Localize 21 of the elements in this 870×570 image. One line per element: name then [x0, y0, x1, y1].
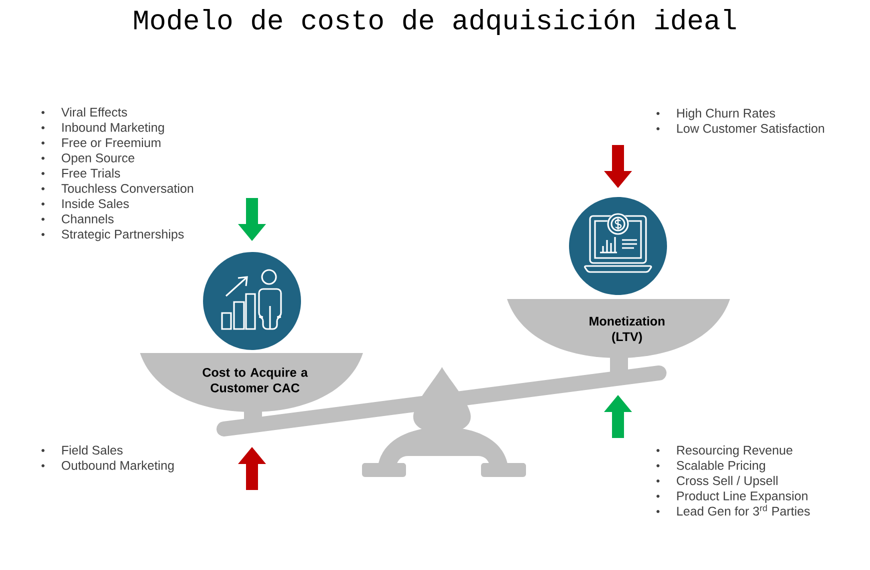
list-item: Viral Effects: [61, 107, 127, 117]
scale-pan: Cost to Acquire a Customer CAC: [140, 353, 363, 412]
list-item: Strategic Partnerships: [62, 229, 184, 242]
list-item: Cross Sell / Upsell: [676, 476, 778, 488]
title: Modelo de costo de adquisición ideal: [134, 8, 736, 36]
scale-pan: Monetization (LTV): [507, 299, 730, 358]
list-item: Low Customer Satisfaction: [677, 124, 824, 133]
list-item: Touchless Conversation: [62, 184, 194, 193]
list-item: Inbound Marketing: [62, 122, 164, 134]
list-item: Free or Freemium: [62, 138, 160, 148]
list-item: Outbound Marketing: [62, 460, 174, 472]
list-item: Lead Gen for 3$^{rd}$ Parties: [677, 504, 810, 516]
list-item: Inside Sales: [62, 198, 129, 208]
list-item: High Churn Rates: [677, 108, 776, 120]
list-item: Scalable Pricing: [676, 460, 765, 472]
list-item: Product Line Expansion: [677, 491, 808, 503]
list-item: Field Sales: [62, 445, 123, 455]
list-item: Open Source: [62, 154, 134, 165]
list-item: Free Trials: [62, 168, 120, 178]
list-item: Channels: [62, 214, 114, 224]
list-item: Resourcing Revenue: [677, 445, 792, 458]
